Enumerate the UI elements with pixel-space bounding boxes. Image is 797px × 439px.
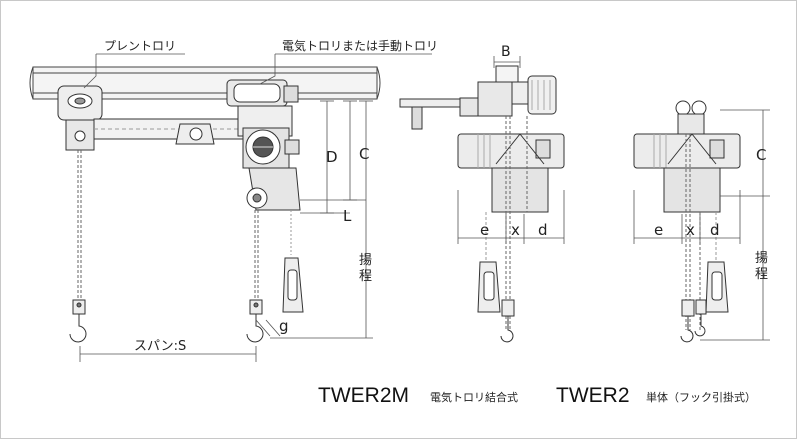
dim-lines-left (79, 100, 373, 362)
middle-hoist-body (457, 133, 565, 213)
hook-left-b (246, 299, 264, 343)
label-dim-c-right: C (756, 146, 766, 164)
caption-model-twer2: TWER2 (556, 384, 630, 407)
label-e-middle: e (480, 221, 489, 239)
label-dim-l: L (343, 207, 352, 225)
label-lift-right-2: 程 (755, 267, 768, 282)
dim-lines-right (633, 109, 770, 341)
right-top-hooks (675, 100, 707, 135)
label-dim-b: B (501, 44, 511, 60)
electric-trolley (226, 79, 301, 211)
caption-desc-twer2m: 電気トロリ結合式 (430, 390, 518, 404)
pendant-switch-left (282, 257, 304, 313)
middle-pendant (477, 261, 501, 313)
left-view (29, 53, 432, 362)
label-span: スパン:S (134, 339, 186, 354)
label-x-middle: x (511, 221, 520, 239)
label-dim-d: D (326, 148, 338, 166)
right-chains (685, 134, 717, 330)
middle-trolley-top (477, 65, 557, 117)
label-lift-left-2: 程 (359, 269, 372, 284)
label-lift-right-1: 揚 (755, 250, 768, 266)
trolley-bracket (399, 97, 479, 130)
chains-left (77, 150, 292, 300)
middle-hook (500, 299, 515, 343)
label-x-right: x (686, 221, 695, 239)
label-electric-or-manual-trolley: 電気トロリまたは手動トロリ (282, 38, 438, 53)
label-plain-trolley: プレントロリ (104, 39, 176, 53)
middle-view (399, 56, 565, 343)
right-hoist-body (633, 133, 741, 213)
span-boom (93, 118, 245, 145)
right-bottom-hooks (680, 299, 707, 343)
label-dim-g: g (279, 317, 289, 335)
label-dim-c-left: C (359, 145, 369, 163)
right-pendant (705, 261, 729, 313)
caption-model-twer2m: TWER2M (318, 384, 409, 407)
label-e-right: e (654, 221, 663, 239)
caption-desc-twer2: 単体（フック引掛式） (646, 390, 756, 404)
right-view (633, 100, 770, 343)
label-d-right: d (710, 221, 720, 239)
text-labels: プレントロリ 電気トロリまたは手動トロリ B D C L 揚 程 スパン:S g… (104, 38, 768, 407)
label-leaders-left (83, 53, 432, 89)
label-lift-left-1: 揚 (359, 252, 372, 268)
plain-trolley (57, 85, 103, 151)
hook-left-a (69, 299, 87, 343)
label-d-middle: d (538, 221, 548, 239)
dim-lines-middle (457, 56, 565, 244)
